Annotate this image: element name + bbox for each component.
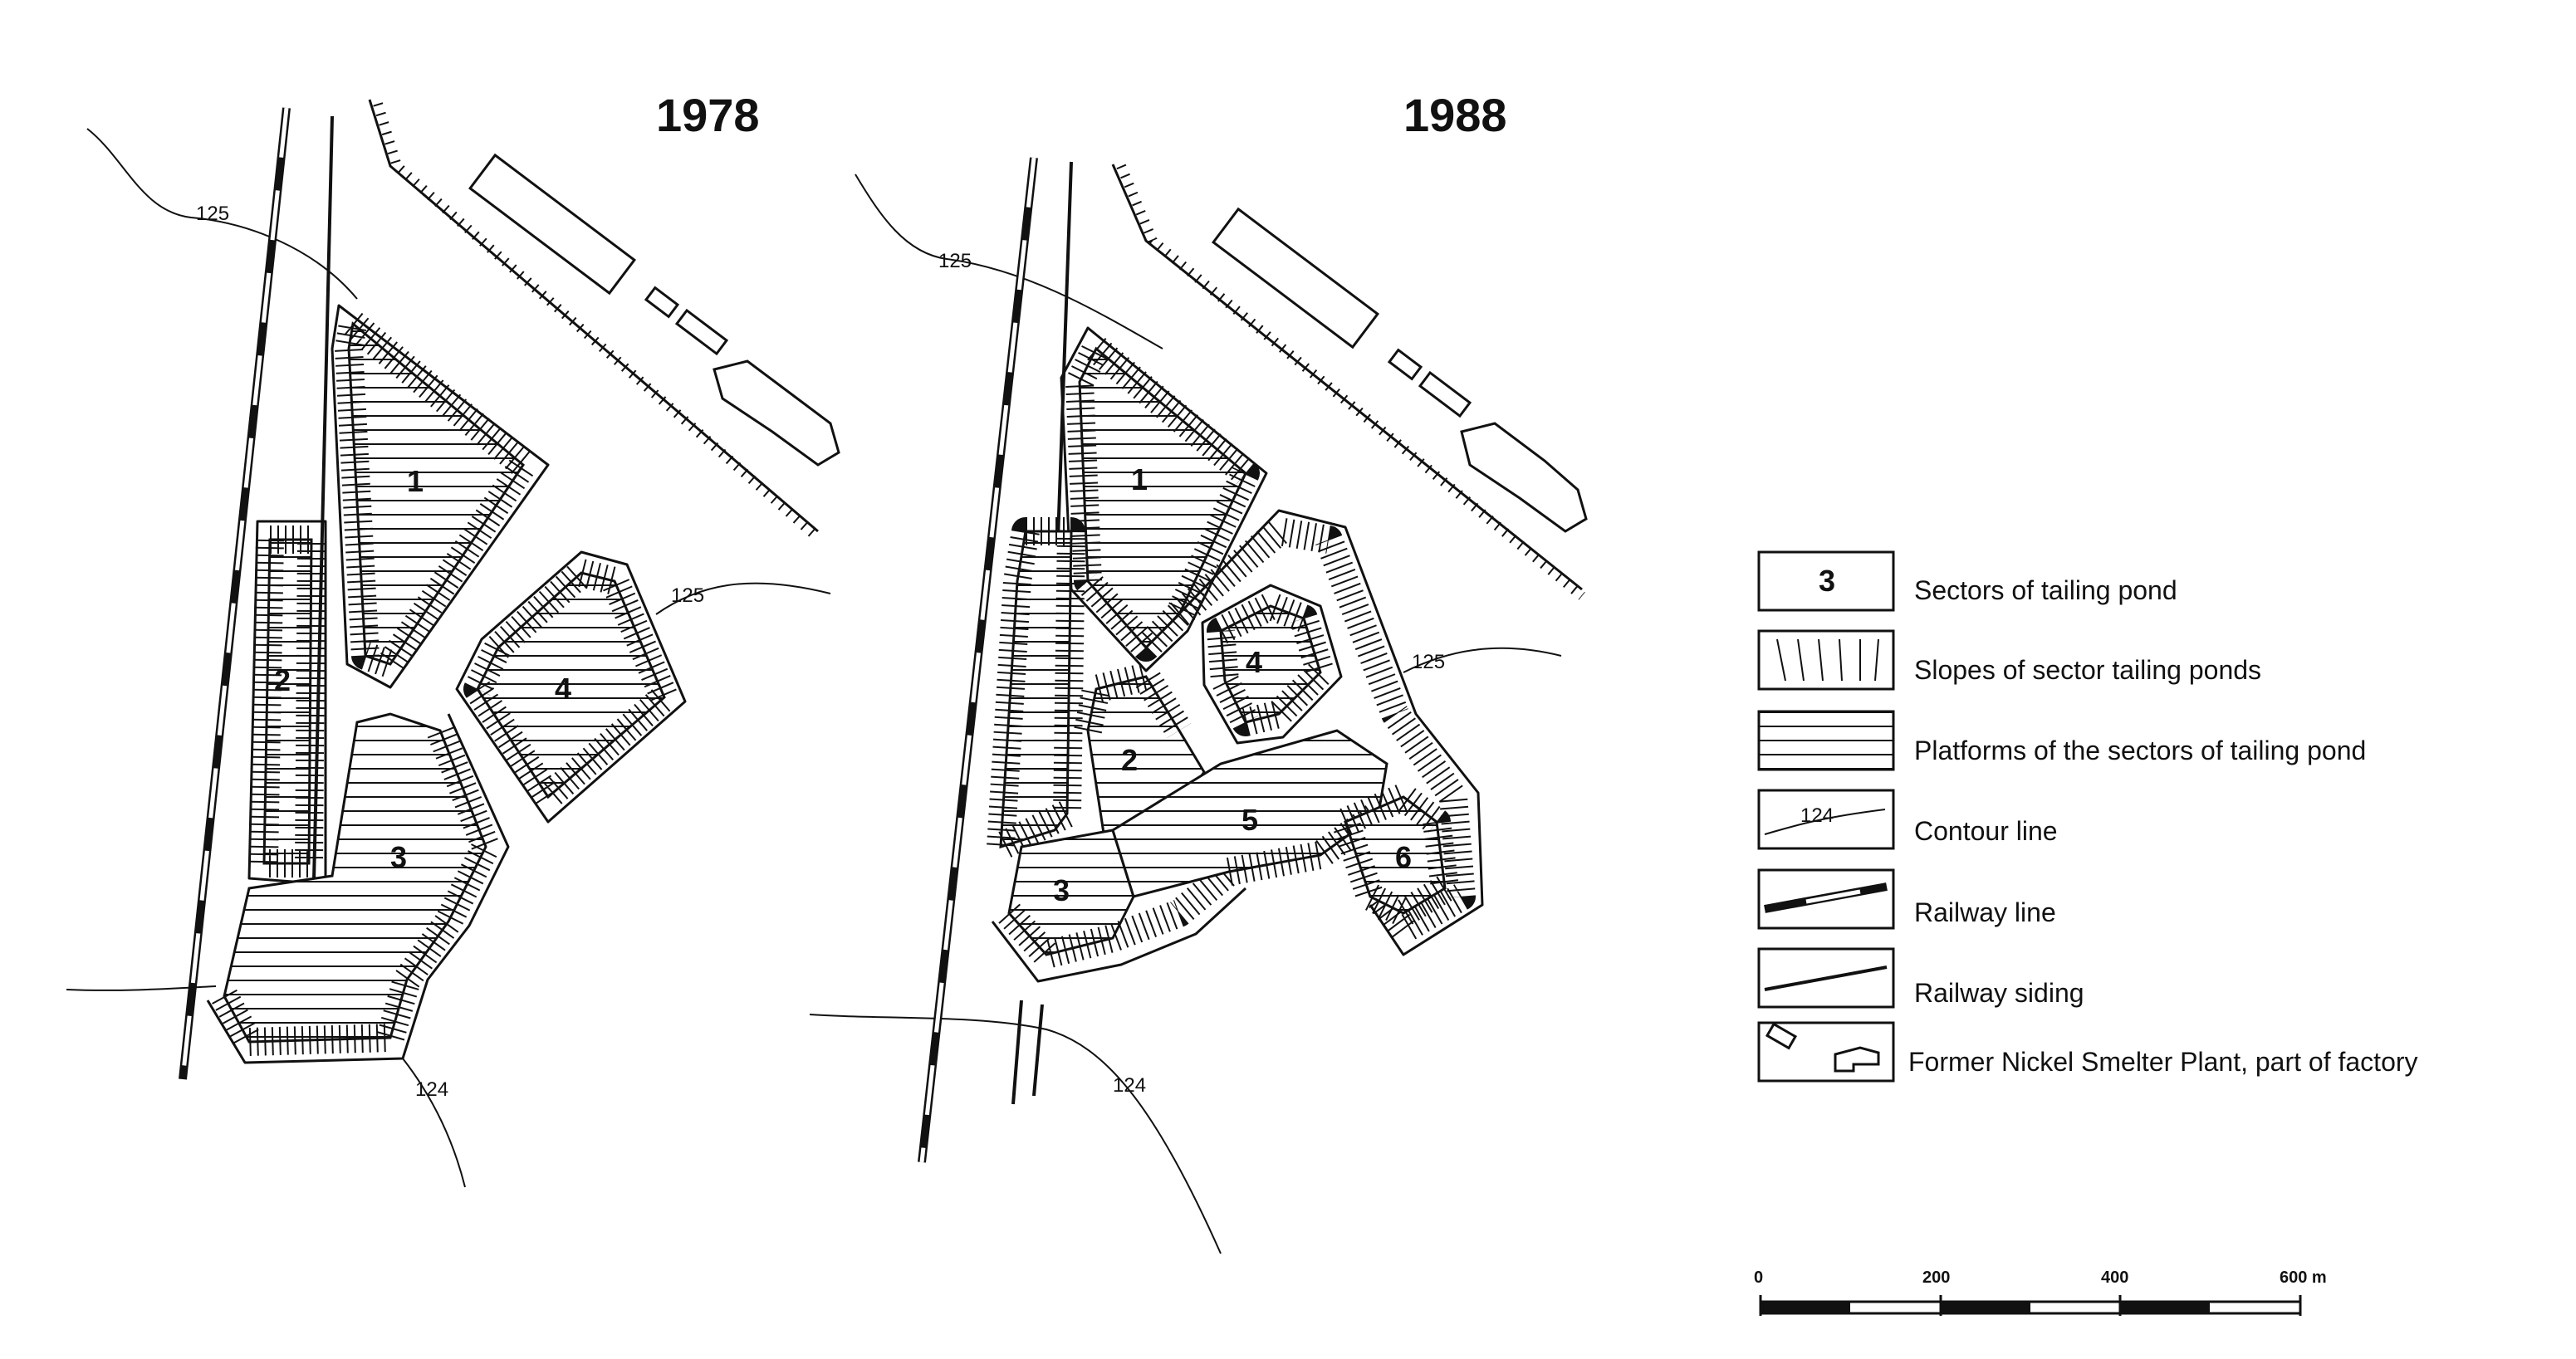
sector-label: 1	[407, 464, 424, 498]
slope-hatch-icon	[1757, 629, 1895, 691]
scale-tick-label: 600 m	[2280, 1269, 2327, 1287]
factory-building	[1211, 207, 1380, 350]
tailing-sector-1	[347, 321, 525, 666]
sector-box-icon	[1757, 550, 1895, 612]
contour-line	[1403, 647, 1562, 673]
factory-building	[1418, 370, 1472, 418]
scale-tick-label: 400	[2101, 1269, 2128, 1287]
contour-line	[809, 1014, 1222, 1254]
legend-label: Railway line	[1914, 897, 2056, 927]
sector-label: 3	[1053, 873, 1070, 907]
factory-building	[1387, 348, 1423, 381]
contour-label: 125	[938, 250, 972, 272]
railway-line	[179, 107, 291, 1080]
legend-label: Platforms of the sectors of tailing pond	[1914, 736, 2366, 765]
map-year-title: 1988	[1403, 89, 1507, 141]
contour-line	[66, 985, 217, 991]
contour-line	[86, 128, 358, 300]
contour-label: 124	[1113, 1074, 1146, 1097]
legend-label: Sectors of tailing pond	[1914, 575, 2177, 605]
contour-label: 124	[415, 1078, 448, 1101]
legend-label: Former Nickel Smelter Plant, part of fac…	[1908, 1047, 2418, 1077]
factory-boundary	[368, 99, 819, 533]
scale-tick-label: 0	[1754, 1269, 1763, 1287]
platform-hatch-icon	[1757, 710, 1895, 771]
legend-label: Railway siding	[1914, 978, 2084, 1008]
factory-boundary	[1111, 164, 1583, 591]
sector-label: 1	[1131, 462, 1148, 496]
factory-building	[1460, 422, 1588, 533]
sector-label: 3	[390, 840, 407, 874]
factory-building	[644, 286, 680, 319]
contour-line	[402, 1058, 466, 1188]
sector-label: 4	[1246, 645, 1262, 679]
sector-label: 4	[555, 672, 571, 706]
map-legend: 3 Sectors of tailing pond Slopes of sect…	[1757, 550, 2418, 1083]
sector-label: 5	[1241, 803, 1258, 837]
map-1978: 1978 125 125 124 1 2 3	[66, 89, 840, 1188]
contour-line	[855, 174, 1163, 350]
sector-label: 2	[1121, 743, 1138, 777]
legend-contour-sample: 124	[1800, 804, 1834, 827]
sector-label: 6	[1395, 840, 1412, 874]
sector-label: 2	[274, 663, 291, 697]
factory-building	[674, 308, 729, 356]
legend-label: Slopes of sector tailing ponds	[1914, 655, 2261, 685]
scale-bar: 0 200 400 600 m	[1754, 1269, 2327, 1316]
map-year-title: 1978	[656, 89, 760, 141]
map-1988: 1988 125 125 124 1 2	[809, 89, 1588, 1254]
outflow-channel	[1011, 1000, 1023, 1105]
tailing-sector-1	[1078, 346, 1247, 650]
tailing-sector-3	[1007, 829, 1135, 956]
contour-label: 125	[1412, 651, 1445, 673]
contour-label: 125	[671, 584, 704, 607]
legend-sector-sample: 3	[1819, 564, 1835, 598]
railway-siding	[312, 115, 334, 881]
legend-label: Contour line	[1914, 816, 2058, 846]
factory-building	[468, 153, 637, 296]
contour-line	[655, 582, 831, 615]
factory-building	[713, 359, 840, 467]
scale-tick-label: 200	[1922, 1269, 1950, 1287]
contour-label: 125	[196, 203, 229, 225]
